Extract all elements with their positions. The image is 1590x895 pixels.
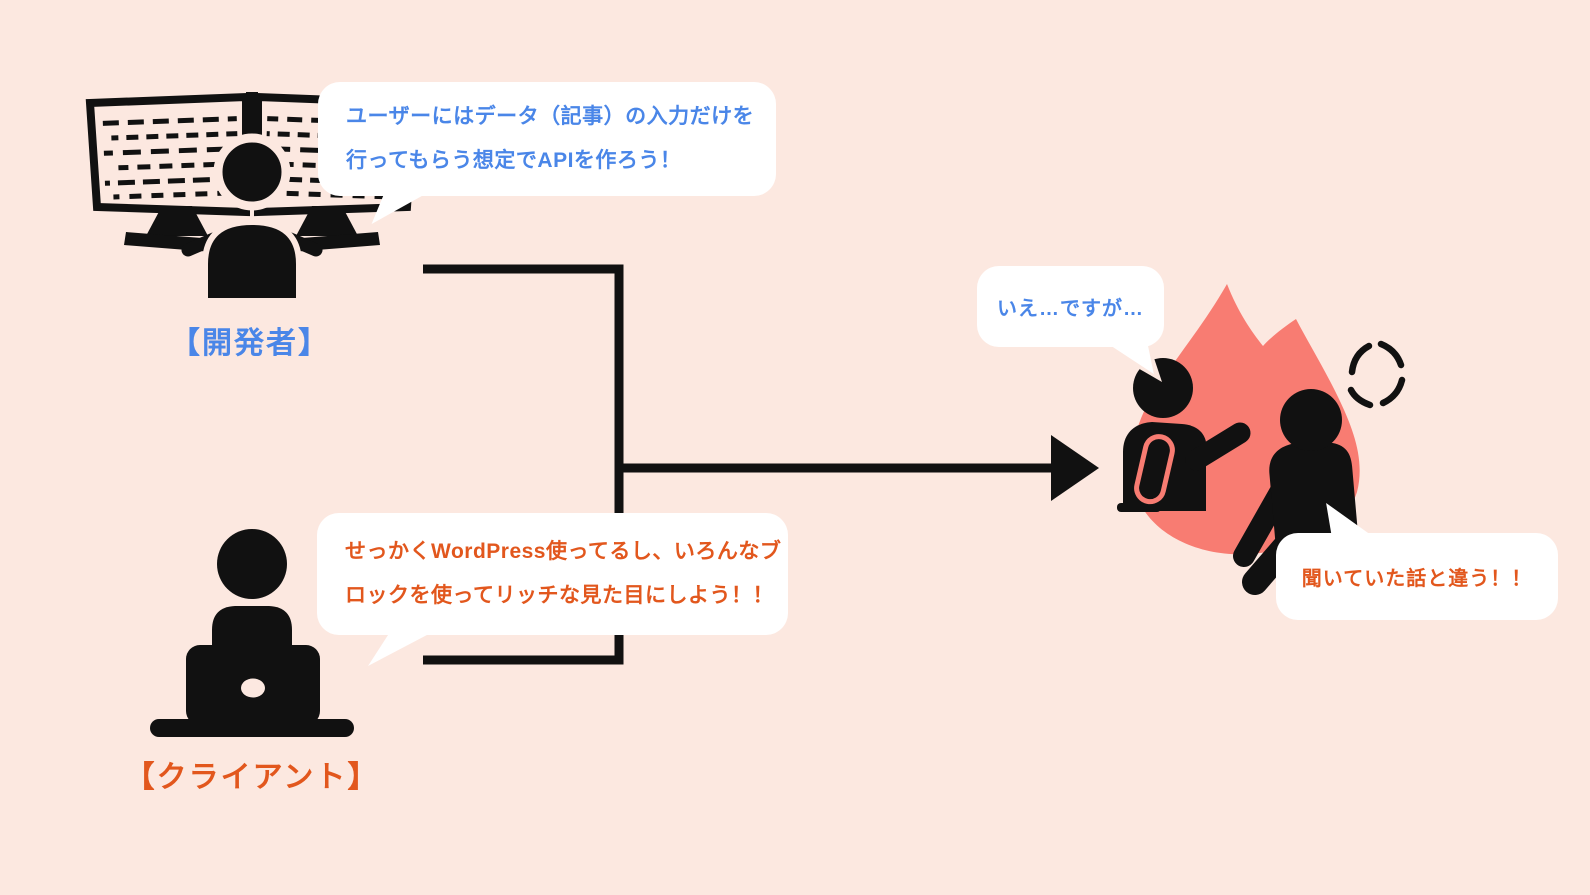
figure-torso	[1123, 422, 1206, 511]
client-speech-bubble: せっかくWordPress使ってるし、いろんなブ ロックを使ってリッチな見た目に…	[317, 513, 788, 635]
client-at-laptop-icon	[150, 529, 354, 737]
speech-text: せっかくWordPress使ってるし、いろんなブ	[345, 540, 782, 563]
client-label: 【クライアント】	[124, 761, 380, 794]
client-shoulders	[212, 606, 292, 650]
speech-text: 行ってもらう想定でAPIを作ろう！	[346, 149, 682, 172]
developer-reply-bubble: いえ…ですが…	[977, 266, 1164, 347]
anger-mark-icon	[1347, 340, 1406, 409]
developer-torso	[202, 218, 302, 304]
right-monitor-stand	[296, 206, 358, 236]
arrow-right-icon	[1051, 435, 1099, 501]
developer-label: 【開発者】	[170, 327, 330, 360]
speech-text: ロックを使ってリッチな見た目にしよう！！	[345, 584, 774, 607]
speech-text: 聞いていた話と違う！！	[1301, 568, 1533, 590]
client-head	[217, 529, 287, 599]
speech-text: いえ…ですが…	[997, 298, 1144, 320]
left-screen-code-lines	[102, 116, 240, 200]
developer-at-dual-monitors-icon	[85, 92, 419, 304]
bag-strap	[1134, 434, 1175, 505]
merge-connector-lines	[423, 264, 1051, 665]
arguing-developer-figure	[1117, 355, 1251, 512]
developer-speech-bubble: ユーザーにはデータ（記事）の入力だけを 行ってもらう想定でAPIを作ろう！	[318, 82, 776, 196]
conflict-scene	[1117, 284, 1406, 595]
client-complaint-bubble: 聞いていた話と違う！！	[1276, 533, 1558, 620]
laptop-base	[150, 719, 354, 737]
left-monitor-stand	[146, 206, 208, 236]
figure-head	[1280, 389, 1342, 451]
speech-text: ユーザーにはデータ（記事）の入力だけを	[346, 105, 755, 128]
developer-head	[213, 133, 291, 211]
laptop-logo	[241, 678, 265, 698]
gesturing-arm	[1185, 422, 1251, 471]
